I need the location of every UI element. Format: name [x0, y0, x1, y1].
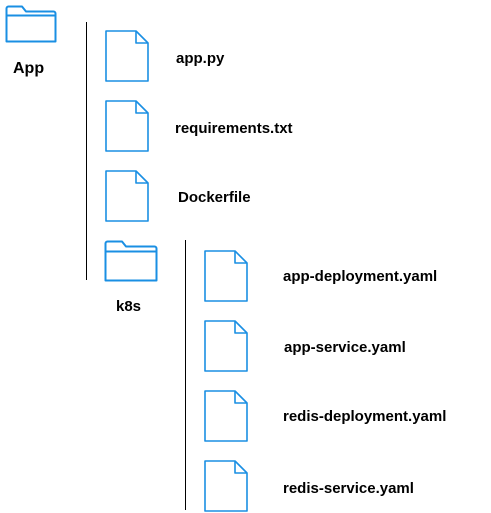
app-service-yaml-label: app-service.yaml [284, 339, 406, 356]
app-service-yaml-file-icon[interactable] [204, 320, 248, 372]
k8s-folder-label: k8s [116, 298, 142, 315]
requirements-txt-label: requirements.txt [175, 120, 293, 137]
app-py-file-icon[interactable] [105, 30, 149, 82]
dockerfile-label: Dockerfile [178, 189, 251, 206]
dockerfile-file-icon[interactable] [105, 170, 149, 222]
redis-deployment-yaml-label: redis-deployment.yaml [283, 408, 447, 425]
app-folder-label: App [13, 60, 45, 77]
redis-service-yaml-file-icon[interactable] [204, 460, 248, 512]
app-py-label: app.py [176, 50, 225, 67]
redis-deployment-yaml-file-icon[interactable] [204, 390, 248, 442]
redis-service-yaml-label: redis-service.yaml [283, 480, 414, 497]
app-tree-line [86, 22, 87, 280]
app-folder-icon[interactable] [5, 5, 57, 43]
requirements-txt-file-icon[interactable] [105, 100, 149, 152]
k8s-tree-line [185, 240, 186, 510]
app-deployment-yaml-file-icon[interactable] [204, 250, 248, 302]
app-deployment-yaml-label: app-deployment.yaml [283, 268, 438, 285]
k8s-folder-icon[interactable] [104, 240, 158, 282]
